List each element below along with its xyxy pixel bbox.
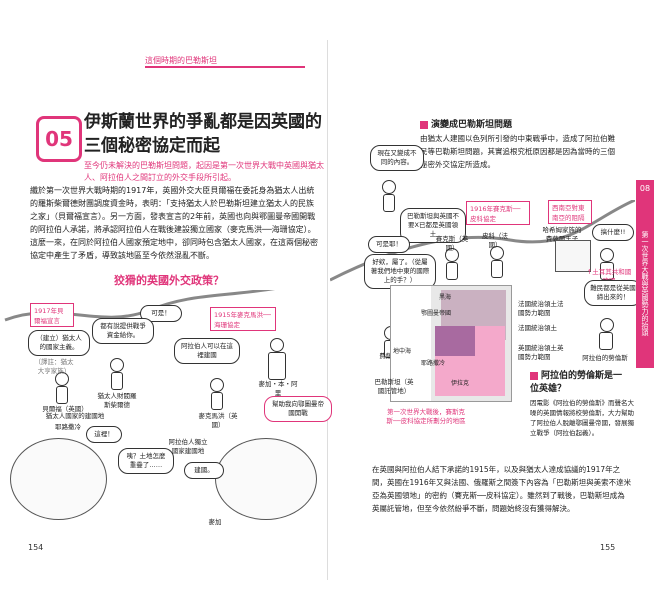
bubble-land: 咦？土地怎麼重疊了…… xyxy=(118,448,174,474)
map-legend-cross: 法國統治領土 xyxy=(518,324,557,332)
chapter-side-tab: 第一次世界大戰與英國勢力的抬頭 xyxy=(636,198,654,368)
page-number-right: 155 xyxy=(600,543,616,552)
map-label-ottoman: 鄂圖曼帝國 xyxy=(421,310,452,317)
bubble-faisal: 搞什麼!! xyxy=(592,224,634,241)
bubble-build: 建國。 xyxy=(184,462,224,479)
map-france-direct xyxy=(435,326,475,356)
balfour-figure xyxy=(55,372,69,386)
map-label-palestine: 巴勒斯坦（英國託管地） xyxy=(374,378,414,395)
page-subtitle: 至今仍未解決的巴勒斯坦問題，起因是第一次世界大戰中英國與猶太人、阿拉伯人之間訂立… xyxy=(84,161,324,182)
bubble-fund: 都有說提供戰爭資金給你。 xyxy=(92,318,154,344)
section2-body: 因電影《阿拉伯的勞倫斯》而聲名大噪的英國情報將校勞倫斯，大力幫助了阿拉伯人脫離鄂… xyxy=(530,399,634,437)
box-1915: 1915年麥克馬洪──海珊協定 xyxy=(210,307,276,331)
page-gutter xyxy=(327,40,328,580)
box-west-front: 西南亞對東南亞的阻隔 xyxy=(548,200,592,224)
label-lawrence-name: 阿拉伯的勞倫斯 xyxy=(582,354,628,362)
box-1916: 1916年賽克斯──皮科協定 xyxy=(466,201,530,225)
bubble-promise: 幫助我向鄂圖曼帝國開戰 xyxy=(264,396,332,422)
rothschild-figure xyxy=(110,358,124,372)
bubble-ultimately: 好欸，屬了。（從屬著我們地中東的國際上的手？） xyxy=(364,254,436,289)
mcmahon-body xyxy=(211,392,223,410)
bubble-lawrence: 難民都是從英國締出來的！ xyxy=(584,280,642,306)
notice-board xyxy=(555,240,591,272)
chapter-number: 08 xyxy=(636,180,654,198)
timeline-label: 這個時期的巴勒斯坦 xyxy=(145,56,217,65)
label-rothschild-note: （譯註：猶太大亨家族） xyxy=(34,358,74,375)
bubble-okay: 可是！ xyxy=(140,305,182,322)
map-circle-arab xyxy=(215,438,317,520)
faisal-body xyxy=(600,262,614,280)
hussein-figure xyxy=(270,338,284,352)
box-1917: 1917年貝爾福宣言 xyxy=(30,303,74,327)
map-circle-jew xyxy=(10,438,107,520)
narrator-body xyxy=(383,194,395,212)
picot-body xyxy=(491,260,503,278)
map-label-mediterranean: 地中海 xyxy=(393,348,412,355)
hussein-body xyxy=(268,352,286,380)
label-faisal-desc: 哈希姆家族的費薩爾王子 xyxy=(542,226,582,243)
bubble-france: 巴勒斯坦與英國不要X已都是英國領土 xyxy=(400,208,466,243)
balfour-body xyxy=(56,386,68,404)
label-balfour: 貝爾福（英國） xyxy=(42,405,88,413)
map-sea xyxy=(391,286,431,401)
section1-body: 由猶太人建國以色列所引發的中東戰爭中，造成了阿拉伯難民等巴勒斯坦問題，其實追根究… xyxy=(420,134,615,169)
lawrence-figure xyxy=(600,318,614,332)
picot-figure xyxy=(490,246,504,260)
map-legend-uk: 英國統治領土英國勢力範圍 xyxy=(518,344,564,361)
label-jerusalem-left: 耶路撒冷 xyxy=(55,423,81,431)
lawrence-body xyxy=(599,332,613,350)
label-rothschild: 猶太人財閥羅斯柴爾德 xyxy=(97,392,137,409)
bubble-divide: 現在又變成不同的內容。 xyxy=(370,145,424,171)
label-picot: 皮科（法國） xyxy=(482,232,508,249)
section1-heading: 演變成巴勒斯坦問題 xyxy=(420,117,512,130)
bubble-jew-land: （建立）猶太人的國家主義。 xyxy=(28,330,90,356)
label-jew-area: 猶太人國家的建國地 xyxy=(45,412,105,420)
bottom-body-text: 在英國與阿拉伯人結下承諾的1915年，以及與猶太人達成協議的1917年之間，英國… xyxy=(372,465,632,513)
sykes-figure xyxy=(445,248,459,262)
map-legend-fr: 法國統治領土法國勢力範圍 xyxy=(518,300,564,317)
page-number-left: 154 xyxy=(28,543,44,552)
label-sykes: 賽克斯（英國） xyxy=(435,235,469,252)
sykes-body xyxy=(446,262,458,280)
map-label-iraq: 伊拉克 xyxy=(451,380,470,387)
label-hussein: 麥加・本・阿里 xyxy=(258,380,298,397)
left-body-text: 纖於第一次世界大戰時期的1917年，英國外交大臣貝爾福在委託身為猶太人出統的羅斯… xyxy=(30,186,318,260)
page-title: 伊斯蘭世界的爭亂都是因英國的三個秘密協定而起 xyxy=(84,112,322,156)
label-faisal-name: 費薩爾 xyxy=(379,352,399,360)
bubble-ok: 可是耶！ xyxy=(368,236,410,253)
map-label-black-sea: 黑海 xyxy=(439,294,452,301)
rothschild-body xyxy=(111,372,123,390)
bubble-arab: 阿拉伯人可以在這裡建國 xyxy=(174,338,240,364)
bubble-this: 這裡！ xyxy=(86,426,122,443)
middle-east-map: 黑海 鄂圖曼帝國 地中海 耶路撒冷 伊拉克 xyxy=(390,285,512,402)
section-number: 05 xyxy=(36,116,82,162)
label-mcmahon: 麥克馬洪（英國） xyxy=(198,412,238,429)
narrator-figure xyxy=(382,180,396,194)
label-mecca: 麥加 xyxy=(208,518,222,526)
section-heading: 狡猾的英國外交政策？ xyxy=(114,274,224,287)
section2-heading: 阿拉伯的勞倫斯是一位英雄？ xyxy=(530,371,623,394)
label-arab-area: 阿拉伯人獨立國家建國地 xyxy=(168,438,208,455)
faisal-figure xyxy=(600,248,614,262)
map-caption: 第一次世界大戰後，賽斯克斯──皮科協定所劃分的地區 xyxy=(386,408,466,425)
timeline-bar xyxy=(145,66,305,90)
mcmahon-figure xyxy=(210,378,224,392)
map-label-jerusalem: 耶路撒冷 xyxy=(421,360,446,367)
